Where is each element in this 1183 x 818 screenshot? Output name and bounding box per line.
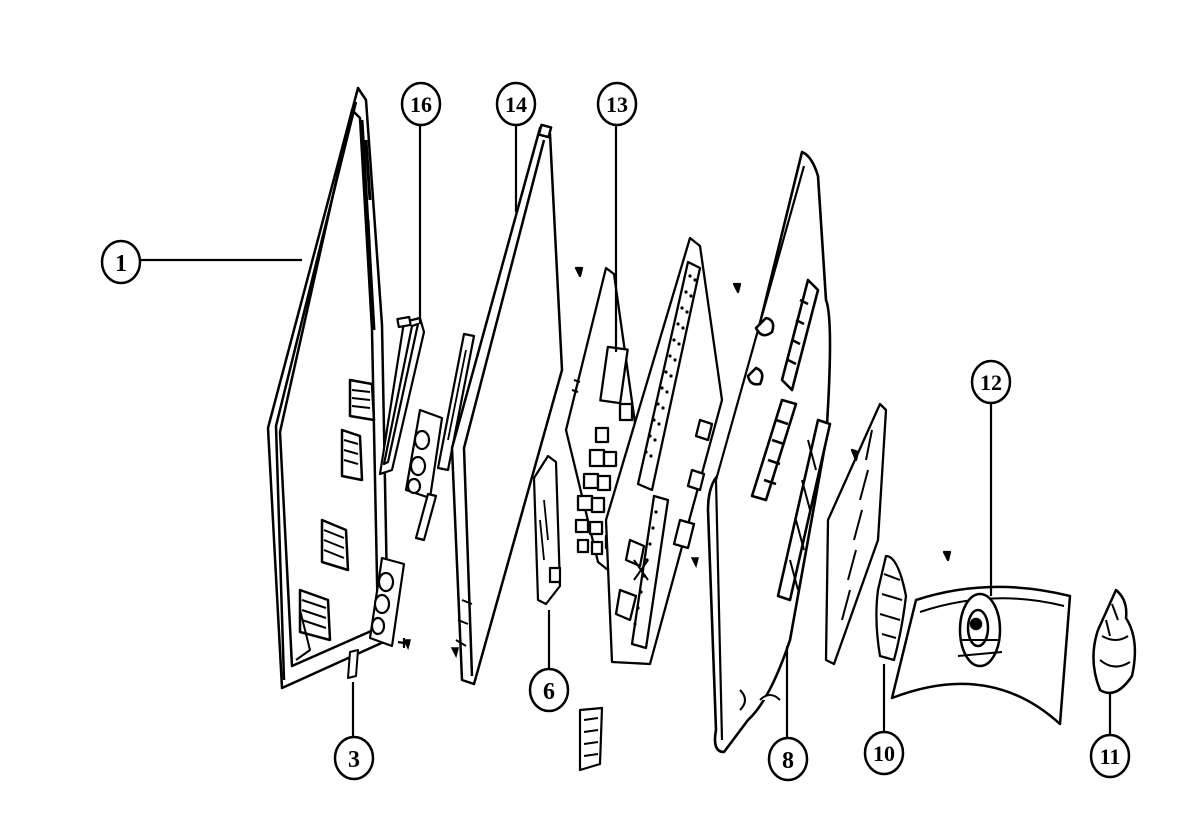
- callout-label-3: 3: [348, 747, 360, 773]
- part-side-bracket: [380, 317, 424, 474]
- callout-14: 14: [495, 81, 537, 127]
- callout-1: 1: [100, 239, 142, 285]
- callout-11: 11: [1089, 733, 1131, 779]
- callout-6: 6: [528, 667, 570, 713]
- callout-12: 12: [970, 359, 1012, 405]
- part-clip: [348, 650, 358, 678]
- callout-3: 3: [333, 735, 375, 781]
- part-stand-neck: [876, 552, 950, 660]
- callout-label-1: 1: [115, 251, 127, 277]
- callout-label-10: 10: [873, 741, 895, 766]
- callout-label-11: 11: [1100, 744, 1121, 769]
- part-cable-bundle: [580, 708, 602, 770]
- part-lcd-panel: [452, 125, 562, 684]
- callout-label-14: 14: [505, 92, 527, 117]
- callout-label-12: 12: [980, 370, 1002, 395]
- part-rear-plate: [826, 404, 886, 664]
- part-front-bezel: [268, 88, 388, 688]
- part-stand-cover: [1093, 590, 1134, 693]
- part-screws: [404, 558, 698, 656]
- callout-10: 10: [863, 730, 905, 776]
- callout-label-6: 6: [543, 679, 555, 705]
- part-stand-base: [892, 587, 1070, 724]
- leader-lines: [140, 122, 1112, 738]
- callout-8: 8: [767, 736, 809, 782]
- part-connector-strip: [438, 334, 474, 470]
- part-speaker-module-upper: [406, 410, 442, 540]
- part-small-board: [534, 456, 560, 604]
- part-power-board: [606, 238, 740, 664]
- part-back-cover: [708, 152, 830, 752]
- callout-16: 16: [400, 81, 442, 127]
- callout-label-8: 8: [782, 748, 794, 774]
- callout-label-13: 13: [606, 92, 628, 117]
- callout-label-16: 16: [410, 92, 432, 117]
- callout-13: 13: [596, 81, 638, 127]
